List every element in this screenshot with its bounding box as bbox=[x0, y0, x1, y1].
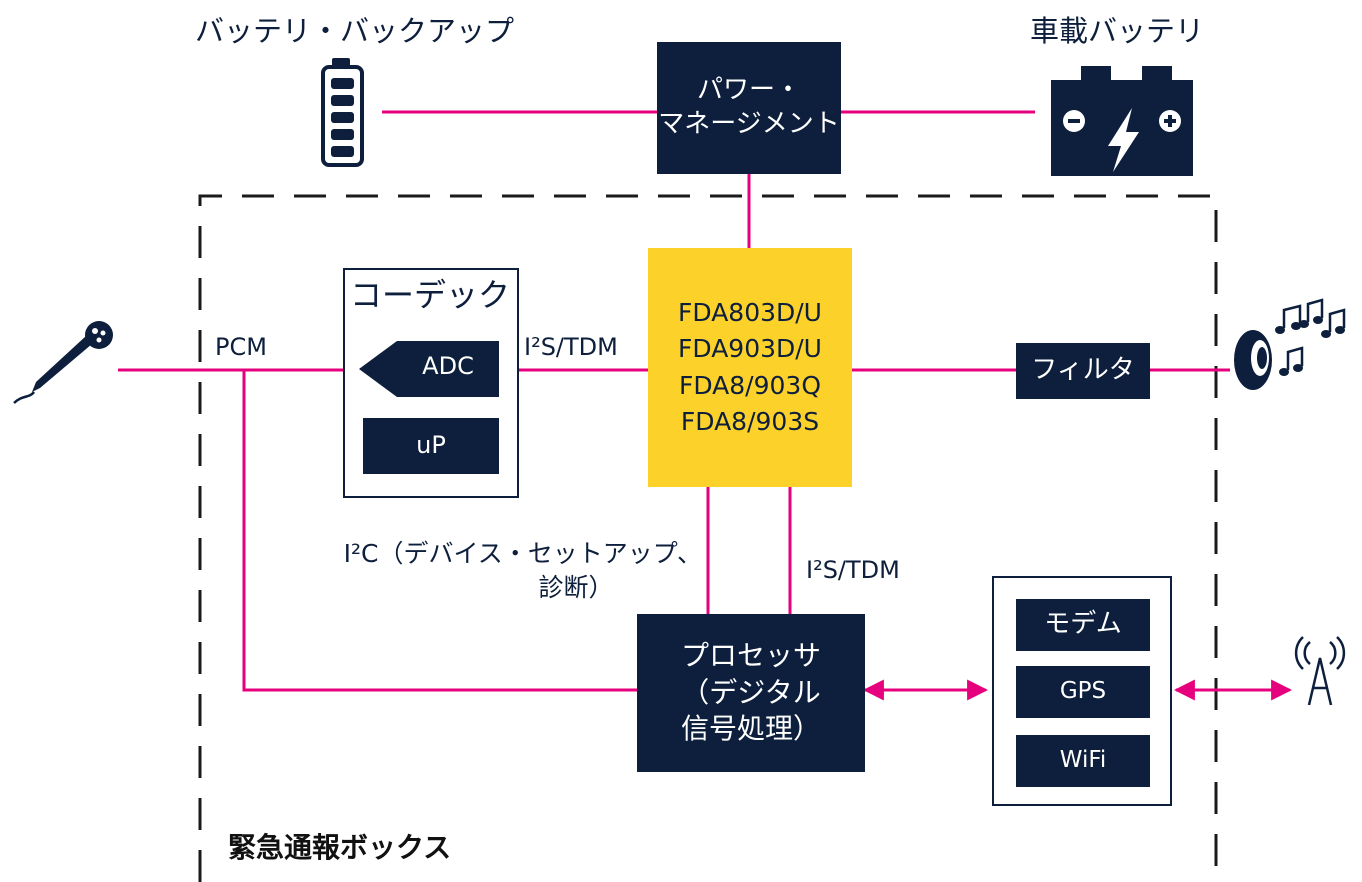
antenna-icon bbox=[1294, 636, 1346, 706]
gps-block: GPS bbox=[1016, 666, 1150, 718]
chip-model: FDA8/903S bbox=[680, 406, 820, 436]
amplifier-chip: FDA803D/U FDA903D/U FDA8/903Q FDA8/903S bbox=[648, 248, 852, 487]
power-management-block: パワー・ マネージメント bbox=[657, 42, 841, 174]
pcm-label: PCM bbox=[215, 333, 267, 361]
car-battery-label: 車載バッテリ bbox=[1030, 14, 1205, 48]
up-block: uP bbox=[363, 418, 499, 474]
wire-pcm-to-processor bbox=[242, 370, 637, 692]
emergency-box-boundary bbox=[198, 194, 1218, 882]
adc-block bbox=[359, 341, 499, 397]
i2s-tdm-bottom-label: I²S/TDM bbox=[806, 556, 900, 584]
wifi-block: WiFi bbox=[1016, 735, 1150, 787]
i2c-label-line1: I²C（デバイス・セットアップ、 bbox=[343, 539, 702, 568]
processor-line1: プロセッサ bbox=[680, 639, 821, 673]
speaker-icon bbox=[1234, 298, 1346, 390]
battery-icon bbox=[321, 58, 364, 167]
filter-block: フィルタ bbox=[1016, 343, 1150, 399]
adc-label: ADC bbox=[422, 352, 474, 380]
chip-model: FDA8/903Q bbox=[678, 370, 822, 400]
i2c-label: I²C（デバイス・セットアップ、 診断） bbox=[330, 537, 702, 605]
chip-model: FDA803D/U bbox=[678, 298, 822, 327]
emergency-box-title: 緊急通報ボックス bbox=[228, 831, 452, 864]
power-management-line1: パワー・ bbox=[696, 75, 801, 106]
i2c-label-line2: 診断） bbox=[538, 572, 614, 602]
power-management-line2: マネージメント bbox=[658, 109, 840, 139]
processor-line2: （デジタル bbox=[681, 675, 821, 709]
modem-block: モデム bbox=[1016, 599, 1150, 651]
backup-battery-label: バッテリ・バックアップ bbox=[195, 14, 515, 48]
microphone-icon bbox=[13, 321, 113, 404]
processor-line3: 信号処理） bbox=[680, 712, 821, 746]
car-battery-icon bbox=[1051, 66, 1193, 176]
processor-block: プロセッサ （デジタル 信号処理） bbox=[637, 614, 865, 772]
i2s-tdm-top-label: I²S/TDM bbox=[524, 333, 618, 361]
codec-title: コーデック bbox=[350, 276, 511, 314]
chip-model: FDA903D/U bbox=[678, 334, 822, 364]
